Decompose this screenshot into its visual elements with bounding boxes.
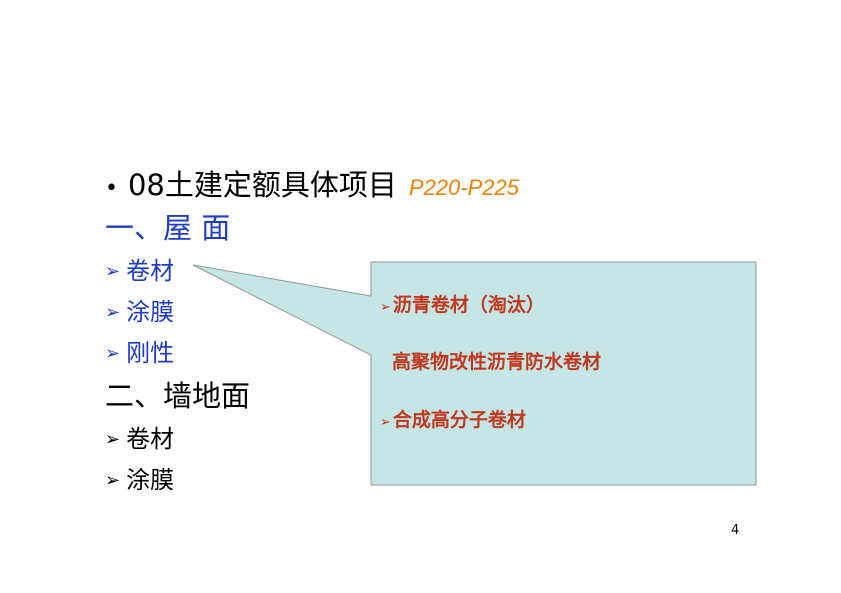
section1-heading: 一、屋 面 <box>105 211 231 245</box>
callout-line-text: 沥青卷材（淘汰） <box>392 294 545 316</box>
bullet-dot: • <box>105 176 118 201</box>
arrow-bullet-icon: ➢ <box>380 415 391 430</box>
section2-item-tumo: ➢涂膜 <box>105 460 174 495</box>
callout-line-text: 高聚物改性沥青防水卷材 <box>392 351 602 373</box>
section2-item-juancai: ➢卷材 <box>105 419 174 454</box>
section1-item-juancai: ➢卷材 <box>105 251 174 286</box>
arrow-bullet-icon: ➢ <box>105 302 121 323</box>
title-line: • 08土建定额具体项目 P220-P225 <box>105 162 519 204</box>
section2-heading: 二、墙地面 <box>105 379 251 413</box>
arrow-bullet-icon: ➢ <box>105 429 121 450</box>
arrow-bullet-icon: ➢ <box>380 300 391 315</box>
item-label: 卷材 <box>126 425 175 453</box>
page-number: 4 <box>731 523 740 538</box>
arrow-bullet-icon: ➢ <box>105 343 121 364</box>
page-title: 08土建定额具体项目 <box>127 168 397 202</box>
item-label: 卷材 <box>126 257 175 285</box>
arrow-bullet-icon: ➢ <box>105 261 121 282</box>
page-reference: P220-P225 <box>408 175 519 200</box>
section1-item-tumo: ➢涂膜 <box>105 292 174 327</box>
section1-item-gangxing: ➢刚性 <box>105 333 174 368</box>
item-label: 涂膜 <box>126 298 175 326</box>
callout-line-1: ➢沥青卷材（淘汰） <box>380 290 545 317</box>
callout-line-2: 高聚物改性沥青防水卷材 <box>392 347 601 374</box>
callout-line-text: 合成高分子卷材 <box>392 409 526 431</box>
item-label: 刚性 <box>126 339 175 367</box>
item-label: 涂膜 <box>126 466 175 494</box>
arrow-bullet-icon: ➢ <box>105 470 121 491</box>
callout-line-3: ➢合成高分子卷材 <box>380 405 526 432</box>
